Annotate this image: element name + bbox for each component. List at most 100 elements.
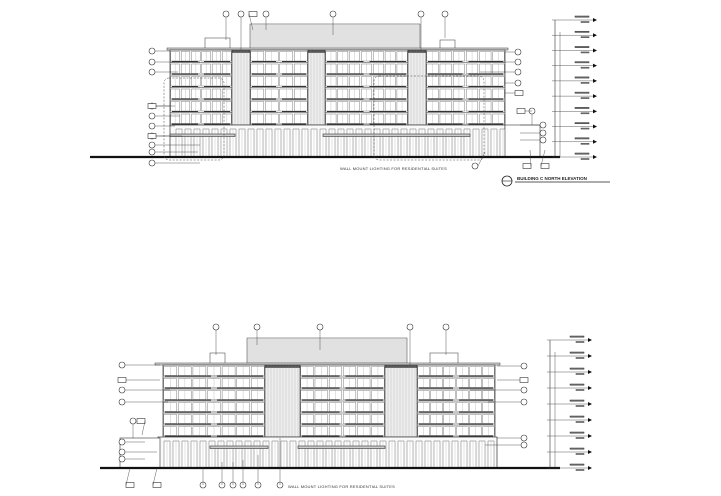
- callout-circle: [148, 68, 156, 76]
- callout-marker-icon: [199, 468, 207, 489]
- callout-marker-icon: [520, 136, 547, 144]
- stair-core: [407, 49, 427, 126]
- tag-marker-icon: [516, 108, 532, 114]
- callout-circle: [514, 68, 522, 76]
- callout-marker-icon: [253, 323, 261, 345]
- level-label-mark: [574, 61, 590, 64]
- level-label-mark: [574, 122, 590, 125]
- level-label-mark: [569, 335, 585, 338]
- callout-marker-icon: [520, 121, 547, 129]
- tag-box: [152, 482, 162, 488]
- callout-circle: [118, 386, 126, 394]
- core-outline: [264, 364, 301, 438]
- tag-marker-icon: [136, 418, 146, 436]
- callout-circle: [118, 398, 126, 406]
- callout-circle: [520, 362, 528, 370]
- callout-marker-icon: [222, 10, 230, 40]
- core-outline: [307, 49, 326, 126]
- callout-marker-icon: [480, 58, 522, 66]
- level-arrow-icon: [588, 386, 592, 390]
- level-arrow-icon: [588, 338, 592, 342]
- entrance-canopy: [169, 133, 236, 137]
- level-label-mark: [569, 415, 585, 418]
- stair-core: [307, 49, 326, 126]
- callout-marker-icon: [528, 107, 536, 125]
- level-value-mark: [580, 21, 590, 23]
- level-value-mark: [580, 143, 590, 145]
- tag-box: [248, 11, 258, 17]
- mechanical-penthouse: [249, 23, 421, 51]
- elevation-title: BUILDING C NORTH ELEVATION: [517, 176, 587, 181]
- building-extension: [119, 437, 161, 469]
- tag-marker-icon: [147, 103, 170, 109]
- callout-marker-icon: [329, 10, 337, 35]
- level-arrow-icon: [588, 402, 592, 406]
- stair-core: [264, 364, 301, 438]
- tag-marker-icon: [505, 90, 524, 96]
- level-value-mark: [575, 453, 585, 455]
- podium-retail-level: [157, 436, 498, 469]
- callout-circle: [406, 323, 414, 331]
- callout-circle: [148, 47, 156, 55]
- residential-wing: [169, 49, 233, 126]
- level-label-mark: [574, 76, 590, 79]
- callout-marker-icon: [406, 323, 414, 365]
- callout-circle: [118, 361, 126, 369]
- callout-marker-icon: [118, 438, 145, 446]
- tag-marker-icon: [125, 467, 135, 488]
- level-label-mark: [569, 399, 585, 402]
- core-outline: [384, 364, 418, 438]
- callout-circle: [520, 398, 528, 406]
- callout-marker-icon: [212, 323, 220, 355]
- level-label-mark: [574, 107, 590, 109]
- callout-marker-icon: [148, 148, 198, 156]
- core-cap: [384, 364, 418, 368]
- level-value-mark: [575, 437, 585, 439]
- tag-box: [136, 418, 146, 424]
- callout-marker-icon: [148, 58, 200, 66]
- callout-circle: [118, 455, 126, 463]
- level-arrow-icon: [588, 354, 592, 358]
- callout-marker-icon: [262, 10, 270, 30]
- level-label-mark: [569, 463, 585, 466]
- mechanical-penthouse: [246, 337, 408, 366]
- tag-box: [117, 377, 127, 383]
- callout-marker-icon: [148, 122, 175, 130]
- callout-circle: [514, 79, 522, 87]
- level-arrow-icon: [593, 63, 597, 68]
- level-label-mark: [569, 383, 585, 386]
- level-arrow-icon: [588, 434, 592, 438]
- tag-box: [147, 133, 157, 139]
- callout-marker-icon: [254, 455, 262, 489]
- callout-marker-icon: [118, 386, 170, 394]
- level-label-mark: [569, 447, 585, 450]
- level-value-mark: [580, 66, 590, 69]
- callout-marker-icon: [148, 141, 200, 149]
- callout-marker-icon: [118, 361, 160, 369]
- callout-marker-icon: [276, 438, 284, 489]
- level-value-mark: [575, 357, 585, 359]
- core-cap: [307, 49, 326, 53]
- level-label-mark: [569, 367, 585, 370]
- level-arrow-icon: [588, 370, 592, 374]
- callout-circle: [329, 10, 337, 18]
- level-value-mark: [580, 97, 590, 99]
- leader-line: [152, 467, 158, 486]
- callout-circle: [442, 323, 450, 331]
- level-arrow-icon: [588, 466, 592, 470]
- lighting-zone-outline: [163, 77, 225, 161]
- callout-marker-icon: [480, 68, 522, 76]
- callout-circle: [222, 10, 230, 18]
- stair-core: [384, 364, 418, 438]
- callout-circle: [262, 10, 270, 18]
- callout-marker-icon: [148, 159, 200, 167]
- roof-screen-outline: [249, 23, 421, 51]
- callout-circle: [148, 112, 156, 120]
- callout-marker-icon: [442, 323, 450, 355]
- callout-circle: [118, 448, 126, 456]
- callout-circle: [514, 48, 522, 56]
- tag-marker-icon: [522, 149, 532, 169]
- leader-line: [540, 149, 546, 167]
- callout-marker-icon: [505, 79, 522, 87]
- residential-wing: [425, 49, 506, 126]
